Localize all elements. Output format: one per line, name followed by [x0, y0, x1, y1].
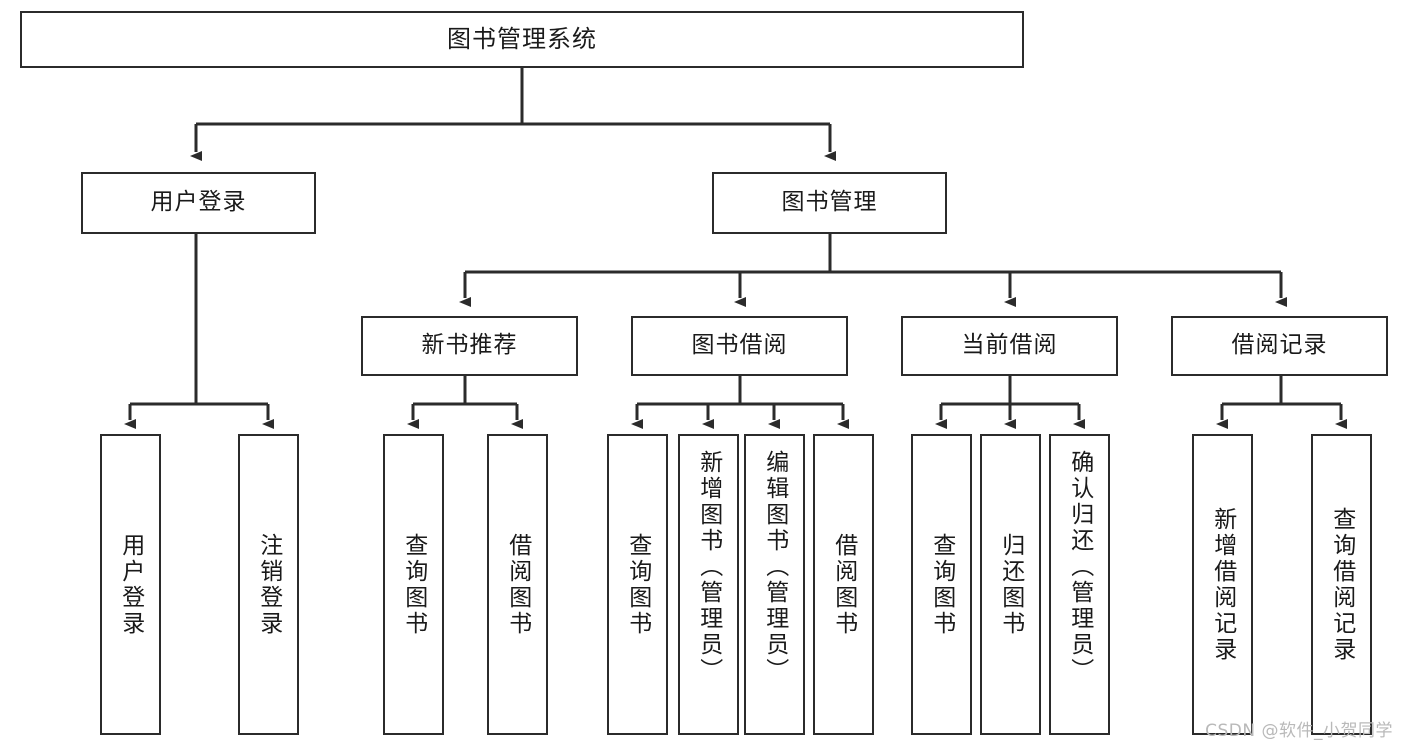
- leaf-nb-borrow-book[interactable]: 借阅图书: [487, 434, 548, 735]
- leaf-br-query-record-label: 查询借阅记录: [1328, 506, 1355, 663]
- leaf-cb-confirm-return-label: 确认归还（管理员）: [1066, 450, 1093, 684]
- leaf-nb-borrow-book-label: 借阅图书: [504, 532, 531, 637]
- node-root[interactable]: 图书管理系统: [20, 11, 1024, 68]
- node-book-manage-label: 图书管理: [781, 189, 878, 216]
- node-book-borrow-label: 图书借阅: [691, 332, 788, 359]
- leaf-cb-query-book[interactable]: 查询图书: [911, 434, 972, 735]
- leaf-bb-edit-book[interactable]: 编辑图书（管理员）: [744, 434, 805, 735]
- node-root-label: 图书管理系统: [447, 25, 597, 54]
- leaf-br-add-record-label: 新增借阅记录: [1209, 506, 1236, 663]
- leaf-user-logout-label: 注销登录: [255, 532, 282, 637]
- leaf-cb-query-book-label: 查询图书: [928, 532, 955, 637]
- leaf-bb-edit-book-label: 编辑图书（管理员）: [761, 450, 788, 684]
- leaf-nb-query-book-label: 查询图书: [400, 532, 427, 637]
- watermark-text: CSDN @软件_小贺同学: [1205, 721, 1393, 741]
- leaf-user-login[interactable]: 用户登录: [100, 434, 161, 735]
- leaf-bb-add-book-label: 新增图书（管理员）: [695, 450, 722, 684]
- node-new-book-recommend[interactable]: 新书推荐: [361, 316, 578, 376]
- node-current-borrow-label: 当前借阅: [961, 332, 1058, 359]
- leaf-user-login-label: 用户登录: [117, 532, 144, 637]
- node-user-login[interactable]: 用户登录: [81, 172, 316, 234]
- node-current-borrow[interactable]: 当前借阅: [901, 316, 1118, 376]
- node-new-book-recommend-label: 新书推荐: [421, 332, 518, 359]
- node-borrow-record[interactable]: 借阅记录: [1171, 316, 1388, 376]
- leaf-cb-confirm-return[interactable]: 确认归还（管理员）: [1049, 434, 1110, 735]
- node-book-borrow[interactable]: 图书借阅: [631, 316, 848, 376]
- leaf-cb-return-book-label: 归还图书: [997, 532, 1024, 637]
- leaf-br-add-record[interactable]: 新增借阅记录: [1192, 434, 1253, 735]
- node-borrow-record-label: 借阅记录: [1231, 332, 1328, 359]
- leaf-cb-return-book[interactable]: 归还图书: [980, 434, 1041, 735]
- leaf-bb-add-book[interactable]: 新增图书（管理员）: [678, 434, 739, 735]
- leaf-br-query-record[interactable]: 查询借阅记录: [1311, 434, 1372, 735]
- leaf-bb-query-book[interactable]: 查询图书: [607, 434, 668, 735]
- node-book-manage[interactable]: 图书管理: [712, 172, 947, 234]
- leaf-bb-borrow-book-label: 借阅图书: [830, 532, 857, 637]
- leaf-user-logout[interactable]: 注销登录: [238, 434, 299, 735]
- leaf-bb-borrow-book[interactable]: 借阅图书: [813, 434, 874, 735]
- leaf-nb-query-book[interactable]: 查询图书: [383, 434, 444, 735]
- leaf-bb-query-book-label: 查询图书: [624, 532, 651, 637]
- node-user-login-label: 用户登录: [150, 189, 247, 216]
